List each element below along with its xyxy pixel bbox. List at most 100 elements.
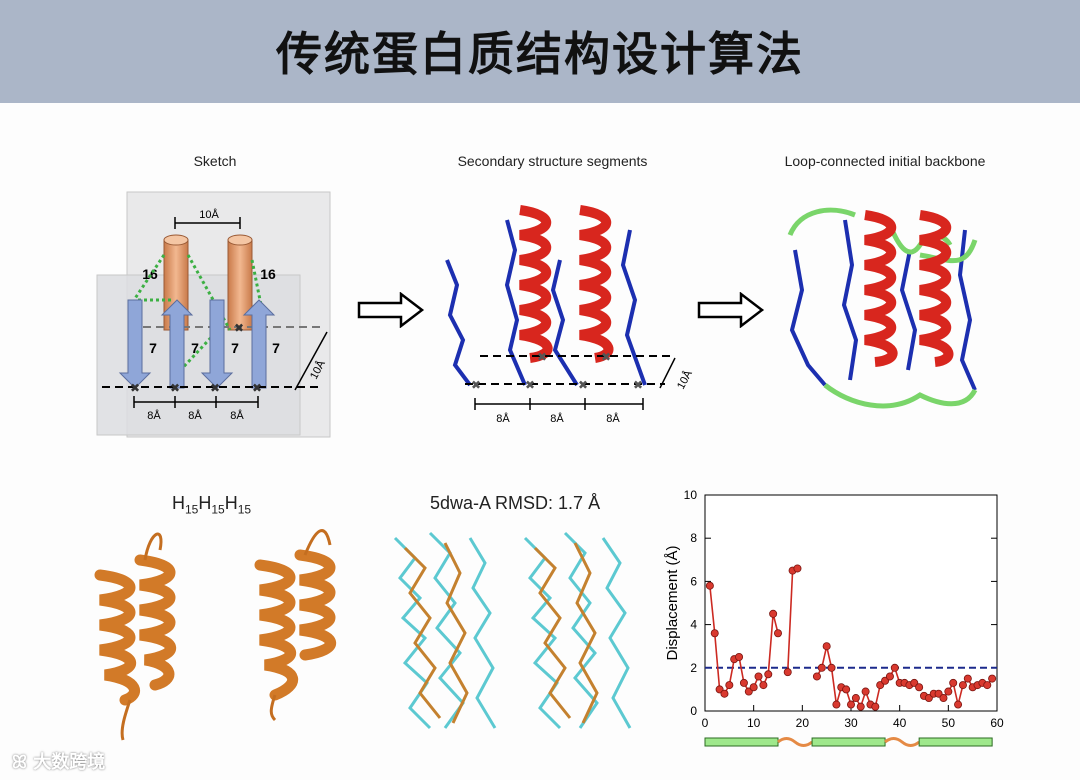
helix-segment [918,737,993,747]
x-tick-label: 40 [893,716,907,730]
data-point [822,642,831,651]
data-point [944,687,953,696]
title-bar [0,0,1080,103]
data-point [856,702,865,711]
strand-length-label: 7 [191,340,199,356]
strand-spacing-label: 8Å [188,409,202,422]
svg-text:✖: ✖ [234,321,244,335]
sketch-diagram: 10Å 16 16 7 7 7 7 ✖✖ ✖✖ ✖ 10Å 8Å 8Å 8Å [96,191,331,438]
data-point [890,663,899,672]
rmsd-label: 5dwa-A RMSD: 1.7 Å [430,493,601,513]
data-point [954,700,963,709]
series-points [705,564,997,711]
segments-strand-spacing-label: 8Å [496,412,510,425]
helix-segment [704,737,779,747]
data-point [817,663,826,672]
flow-arrow-icon [697,292,765,328]
helix-length-label: 16 [142,266,158,282]
alpha-helix-segments [519,205,614,363]
strand-spacing-label: 8Å [147,409,161,422]
segments-strand-spacing-label: 8Å [550,412,564,425]
strand-arrow [118,299,152,389]
data-point [885,672,894,681]
design-label-sub2: 15 [211,502,225,517]
strand-arrow [160,299,194,389]
svg-text:✖: ✖ [601,350,611,364]
y-tick-label: 6 [690,574,697,588]
watermark-text: 大数跨境 [33,752,106,773]
data-point [705,581,714,590]
flow-arrow-icon [357,292,425,328]
data-point [846,700,855,709]
data-point [827,663,836,672]
svg-text:✖: ✖ [633,378,643,392]
data-point [759,681,768,690]
svg-text:✖: ✖ [210,381,220,395]
data-point [725,681,734,690]
loop-segment [884,737,921,747]
design-label-h1: H [172,493,185,513]
helix-segment [811,737,886,747]
designed-structure-image [94,529,337,741]
strand-length-label: 7 [231,340,239,356]
plot-frame [704,494,998,712]
data-point [958,681,967,690]
data-point [720,689,729,698]
rmsd-overlay-image [393,531,632,730]
data-point [988,674,997,683]
y-tick-label: 4 [690,618,697,632]
y-tick-label: 2 [690,661,697,675]
design-label-sub3: 15 [237,502,252,517]
y-axis-label: Displacement (Å) [664,545,681,660]
data-point [739,678,748,687]
data-point [754,672,763,681]
segments-label: Secondary structure segments [457,153,648,169]
data-point [963,674,972,683]
design-label-h3: H [224,493,238,513]
watermark-logo-icon: ꕤ [12,752,27,773]
data-point [749,683,758,692]
strand-arrow [200,299,234,389]
x-tick-label: 0 [702,716,709,730]
backbone-helices [864,210,954,367]
data-point [832,700,841,709]
svg-text:✖: ✖ [252,381,262,395]
data-point [939,694,948,703]
helix-spacing-label: 10Å [199,208,219,221]
data-point [915,683,924,692]
data-point [735,652,744,661]
x-tick-label: 20 [796,716,810,730]
helix-length-label: 16 [260,266,276,282]
data-point [861,687,870,696]
backbone-label: Loop-connected initial backbone [784,153,986,169]
data-point [842,685,851,694]
x-tick-label: 50 [942,716,956,730]
data-point [851,694,860,703]
segments-diagram: ✖✖✖✖✖✖ 10Å 8Å 8Å 8Å [445,205,695,425]
secondary-structure-bar [704,737,993,747]
anchor-markers: ✖✖ ✖✖ ✖ [130,321,262,395]
backbone-diagram [787,207,978,409]
strand-length-label: 7 [149,340,157,356]
svg-text:✖: ✖ [170,381,180,395]
sketch-label: Sketch [193,153,237,169]
data-point [812,672,821,681]
x-tick-label: 10 [747,716,761,730]
loop-segment [777,737,814,747]
design-label-sub1: 15 [185,502,199,517]
data-point [871,702,880,711]
data-point [793,564,802,573]
x-tick-label: 60 [990,716,1004,730]
svg-text:✖: ✖ [471,378,481,392]
y-tick-label: 0 [690,704,697,718]
helix-cylinder [227,234,253,331]
data-point [710,629,719,638]
slide-title: 传统蛋白质结构设计算法 [276,27,804,81]
data-point [783,668,792,677]
x-tick-label: 30 [844,716,858,730]
svg-text:✖: ✖ [578,378,588,392]
x-ticks: 0 10 20 30 40 50 60 [702,705,1004,730]
data-point [764,670,773,679]
design-label-h2: H [198,493,212,513]
